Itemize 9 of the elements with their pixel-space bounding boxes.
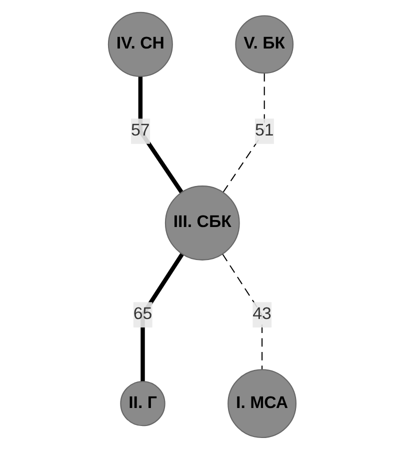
node-circle: II. Г <box>120 381 166 426</box>
edge-label: 51 <box>254 122 274 140</box>
edge-label: 43 <box>252 305 272 324</box>
edge-label: 65 <box>133 305 152 324</box>
node-circle: III. СБК <box>164 186 240 260</box>
node-circle: V. БК <box>234 15 294 74</box>
edge-label: 57 <box>130 122 150 140</box>
node-circle: IV. СН <box>108 12 173 77</box>
node-circle: I. МСА <box>227 369 296 438</box>
